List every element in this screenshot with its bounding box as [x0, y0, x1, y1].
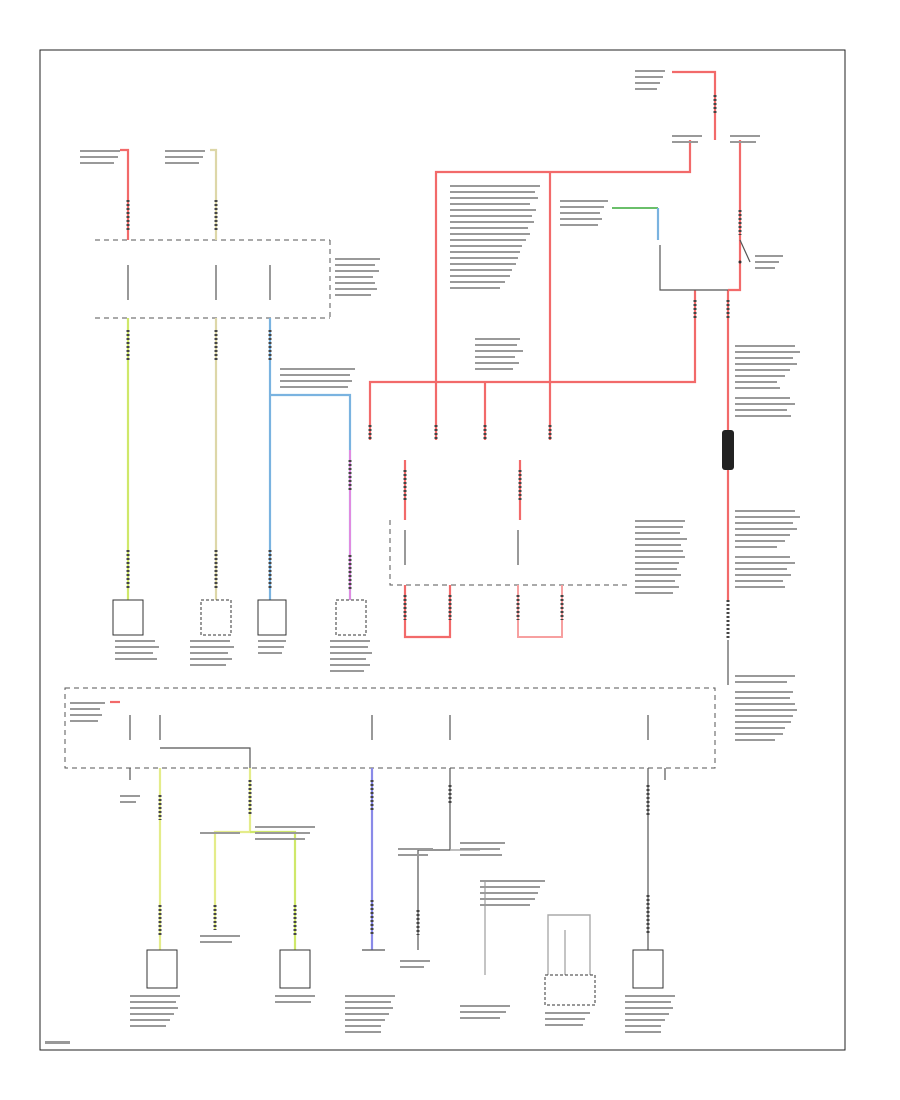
- component-box: [200, 599, 232, 636]
- tiny-labels: [45, 70, 800, 1044]
- wire-black-mid: [417, 768, 451, 950]
- component-box: [257, 599, 287, 636]
- component-box: [632, 949, 664, 989]
- wire-mid-red-loop: [403, 585, 452, 639]
- wire-red-right: [728, 140, 742, 292]
- wire-top-left-b: [210, 148, 218, 240]
- wire-black-relay: [659, 245, 728, 291]
- wire-mid-light-loop: [517, 585, 563, 638]
- fuse-box-middle: [389, 520, 630, 586]
- wire-red-feed: [672, 70, 717, 140]
- component-box: [279, 949, 311, 989]
- relay-pin: [738, 260, 742, 264]
- wire-red-main-top: [434, 140, 692, 440]
- component-box: [544, 974, 596, 1006]
- fuse-symbol: [127, 265, 271, 300]
- wire-top-left-a: [120, 148, 130, 240]
- fuse-box-lower: [64, 687, 716, 769]
- wire-yellow-b: [213, 768, 252, 930]
- component-box: [146, 949, 178, 989]
- wire-grey-comp: [547, 914, 591, 975]
- component-box: [112, 599, 144, 636]
- wire-lime-c: [250, 830, 297, 950]
- wire-blue-branch: [270, 393, 352, 600]
- component-box: [335, 599, 367, 636]
- wire-red-branch-b: [368, 290, 697, 440]
- inline-fuse: [722, 430, 734, 470]
- diagram-frame: [39, 49, 846, 1051]
- wire-internal: [160, 747, 251, 768]
- relay-contact: [739, 239, 751, 263]
